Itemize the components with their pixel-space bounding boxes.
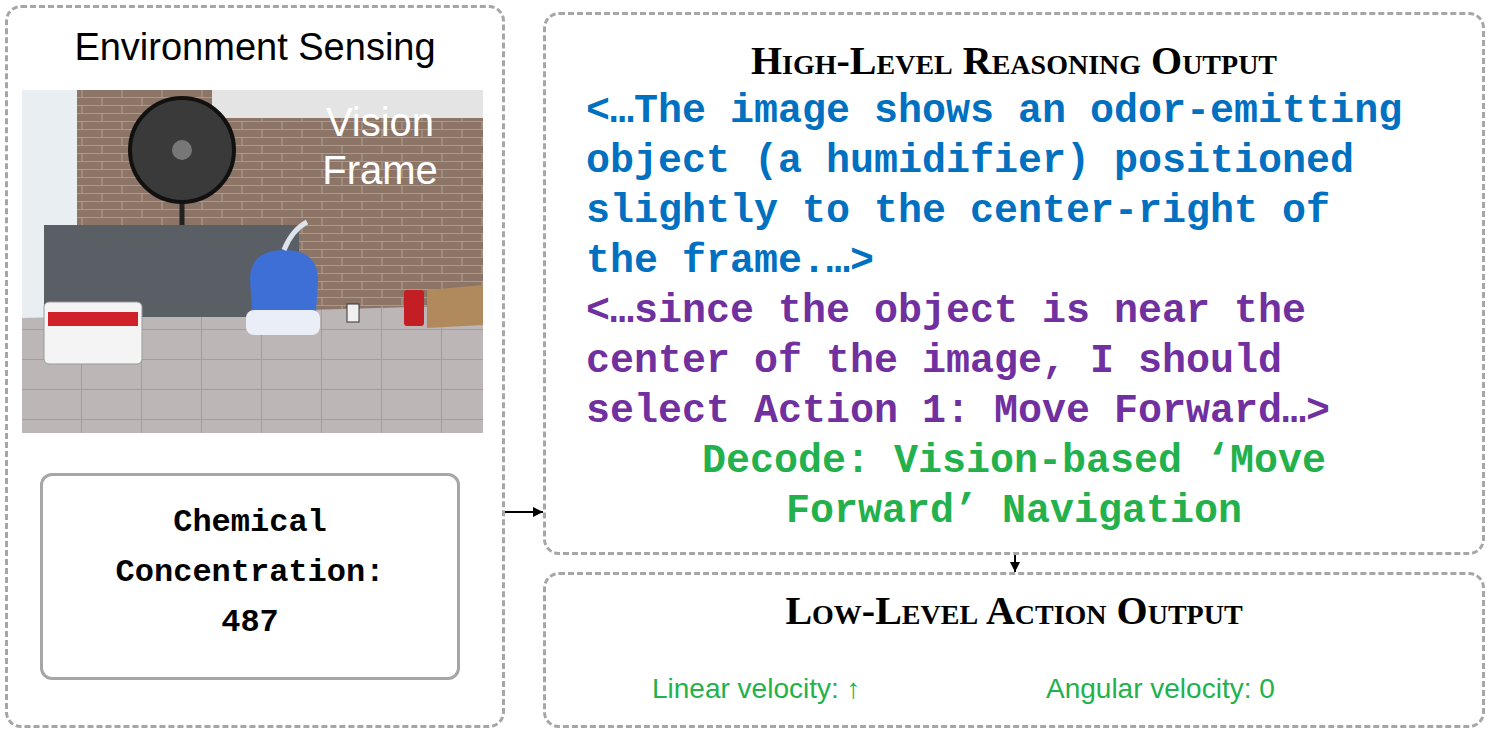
sensing-panel: Environment SensingVision FrameChemical …: [5, 5, 505, 728]
fan-hub: [172, 140, 192, 160]
soda-can: [404, 290, 424, 326]
perception-text: <…The image shows an odor-emitting objec…: [586, 87, 1416, 287]
sensor-value: 487: [43, 598, 457, 648]
humidifier-base: [246, 310, 320, 335]
marker-box: [347, 304, 359, 322]
fan: [130, 98, 234, 202]
sensor-label: Chemical Concentration:: [80, 498, 420, 598]
flow-arrow: [505, 511, 543, 513]
velocity-label: Linear velocity: ↑: [652, 673, 861, 705]
panel-title: Low-Level Action Output: [546, 587, 1482, 634]
panel-title: High-Level Reasoning Output: [546, 35, 1482, 87]
reasoning-text: <…since the object is near the center of…: [586, 287, 1416, 437]
brick-wall: [22, 90, 483, 330]
first-aid-band: [48, 312, 138, 326]
cardboard: [427, 285, 483, 328]
vision-frame: Vision Frame: [22, 90, 483, 433]
mist: [284, 222, 307, 250]
first-aid-box: [44, 302, 142, 364]
flow-arrow: [1014, 555, 1016, 572]
reasoning-panel: High-Level Reasoning Output<…The image s…: [543, 12, 1485, 555]
velocity-label: Angular velocity: 0: [1046, 673, 1275, 705]
action-panel: Low-Level Action OutputLinear velocity: …: [543, 572, 1485, 728]
humidifier: [250, 250, 318, 312]
chemical-box: Chemical Concentration:487: [40, 473, 460, 680]
frame-label: Vision Frame: [305, 98, 455, 194]
decode-text: Decode: Vision-based ‘Move Forward’ Navi…: [664, 437, 1364, 537]
panel-title: Environment Sensing: [8, 26, 502, 69]
